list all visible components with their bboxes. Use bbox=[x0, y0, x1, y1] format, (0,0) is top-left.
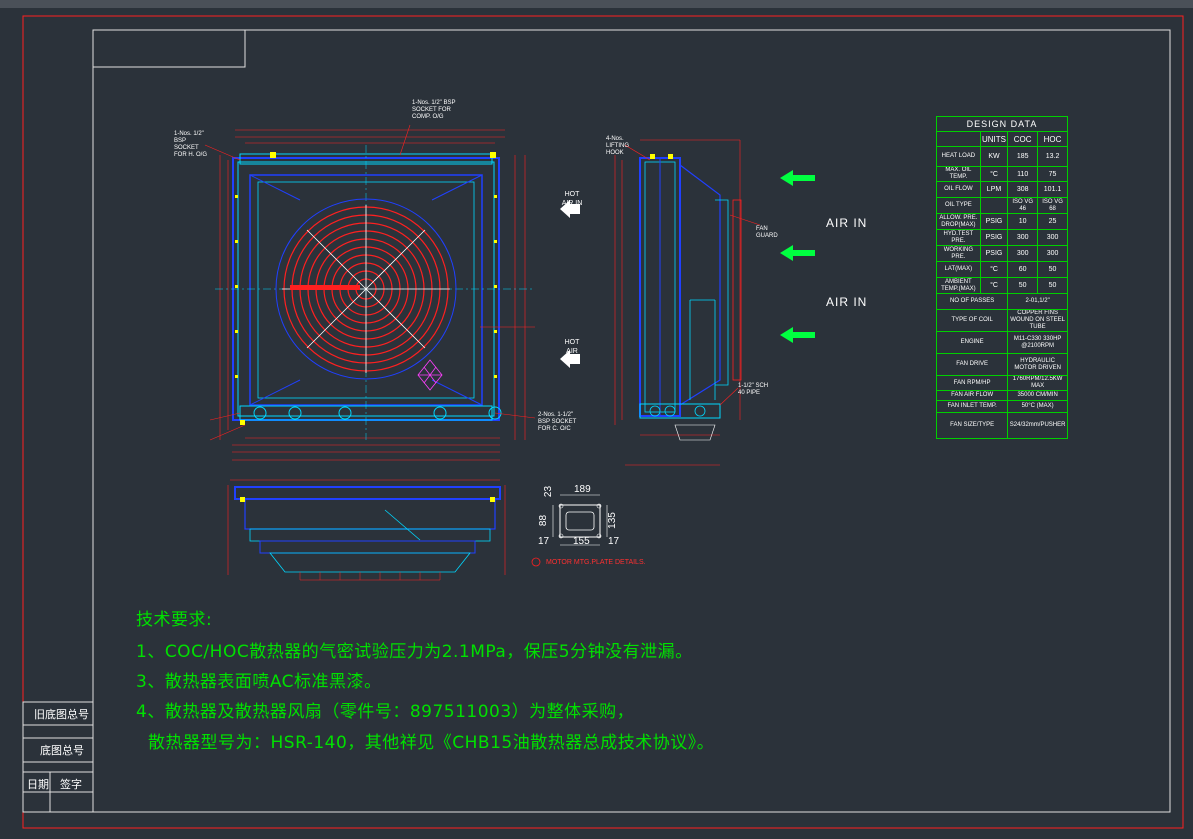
inner-drawing-frame bbox=[92, 29, 1171, 813]
dim-17-left: 17 bbox=[538, 536, 550, 547]
wide-row-label: FAN RPM/HP bbox=[935, 375, 1009, 391]
wide-row-label: FAN INLET TEMP. bbox=[935, 400, 1009, 413]
side-view bbox=[614, 139, 761, 466]
bottom-view bbox=[227, 479, 506, 581]
row-unit bbox=[979, 197, 1009, 214]
wide-row-value: S24/32mm/PUSHER bbox=[1007, 412, 1068, 439]
row-unit: KW bbox=[979, 146, 1009, 167]
lifting-hook-note: 4-Nos. LIFTING HOOK bbox=[606, 136, 630, 156]
header-hoc: HOC bbox=[1037, 131, 1068, 147]
motor-plate-detail bbox=[531, 494, 608, 567]
old-drawing-number-label: 旧底图总号 bbox=[34, 708, 89, 721]
row-unit: PSIG bbox=[979, 229, 1009, 246]
row-label: HYD.TEST PRE. bbox=[936, 229, 981, 246]
row-label: AMBIENT TEMP.(MAX) bbox=[936, 277, 981, 294]
dim-155: 155 bbox=[573, 536, 590, 547]
row-label: WORKING PRE. bbox=[936, 245, 981, 262]
hot-air-out-label: HOT AIR OUT bbox=[564, 339, 580, 364]
header-units: UNITS bbox=[979, 131, 1009, 147]
header-coc: COC bbox=[1007, 131, 1039, 147]
front-view bbox=[204, 124, 536, 461]
notes-line-5: 散热器型号为：HSR-140，其他祥见《CHB15油散热器总成技术协议》。 bbox=[148, 733, 715, 753]
row-unit: PSIG bbox=[979, 213, 1009, 230]
motor-plate-note: MOTOR MTG.PLATE DETAILS. bbox=[546, 559, 646, 566]
date-label: 日期 bbox=[27, 778, 49, 791]
row-coc: 185 bbox=[1007, 146, 1039, 167]
row-unit: °C bbox=[979, 261, 1009, 278]
design-data-table: DESIGN DATA UNITS COC HOC HEAT LOAD KW 1… bbox=[935, 116, 1068, 439]
row-coc: 308 bbox=[1007, 181, 1039, 198]
wide-row-value: COPPER FINS WOUND ON STEEL TUBE bbox=[1007, 309, 1068, 332]
wide-row-label: FAN SIZE/TYPE bbox=[935, 412, 1009, 439]
air-in-label-2: AIR IN bbox=[826, 295, 868, 309]
wide-row-label: NO OF PASSES bbox=[935, 293, 1009, 310]
wide-row-value: 2-01,1/2" bbox=[1007, 293, 1068, 310]
wide-row-value: 35000 CM/MIN bbox=[1007, 390, 1068, 401]
wide-row-label: FAN AIR FLOW bbox=[935, 390, 1009, 401]
hot-air-arrows bbox=[560, 200, 580, 368]
row-unit: PSIG bbox=[979, 245, 1009, 262]
wide-row-value: 50°C (MAX) bbox=[1007, 400, 1068, 413]
row-unit: LPM bbox=[979, 181, 1009, 198]
socket-left-note: 1-Nos. 1/2" BSP SOCKET FOR H. O/G bbox=[174, 131, 207, 158]
row-hoc: 75 bbox=[1037, 166, 1068, 182]
wide-row-value: HYDRAULIC MOTOR DRIVEN bbox=[1007, 353, 1068, 376]
wide-row-label: FAN DRIVE bbox=[935, 353, 1009, 376]
dim-189: 189 bbox=[574, 484, 591, 495]
row-coc: 60 bbox=[1007, 261, 1039, 278]
cad-drawing-canvas bbox=[22, 15, 1184, 829]
wide-row-label: TYPE OF COIL bbox=[935, 309, 1009, 332]
design-data-title: DESIGN DATA bbox=[936, 116, 1068, 132]
fan-guard-note: FAN GUARD bbox=[756, 226, 778, 239]
wide-row-label: ENGINE bbox=[935, 331, 1009, 354]
row-hoc: 300 bbox=[1037, 229, 1068, 246]
air-in-label-1: AIR IN bbox=[826, 216, 868, 230]
row-hoc: ISO VG 68 bbox=[1037, 197, 1068, 214]
row-unit: °C bbox=[979, 166, 1009, 182]
row-coc: 300 bbox=[1007, 245, 1039, 262]
left-title-block bbox=[22, 701, 94, 813]
row-hoc: 101.1 bbox=[1037, 181, 1068, 198]
notes-line-3: 3、散热器表面喷AC标准黑漆。 bbox=[136, 672, 382, 692]
nameplate-hatch bbox=[417, 359, 443, 391]
socket-bottom-note: 2-Nos. 1-1/2" BSP SOCKET FOR C. O/C bbox=[538, 412, 577, 432]
row-hoc: 13.2 bbox=[1037, 146, 1068, 167]
row-label: LAT(MAX) bbox=[936, 261, 981, 278]
signature-label: 签字 bbox=[60, 778, 82, 791]
outer-red-border bbox=[22, 15, 1184, 829]
notes-heading: 技术要求: bbox=[136, 610, 213, 630]
row-hoc: 50 bbox=[1037, 261, 1068, 278]
row-coc: ISO VG 46 bbox=[1007, 197, 1039, 214]
wide-row-value: 1760RPM/12.5KW MAX bbox=[1007, 375, 1068, 391]
header-blank bbox=[936, 131, 981, 147]
row-hoc: 300 bbox=[1037, 245, 1068, 262]
hot-air-in-label: HOT AIR IN bbox=[561, 191, 583, 207]
dim-88: 88 bbox=[538, 514, 550, 527]
row-label: ALLOW. PRE. DROP(MAX) bbox=[936, 213, 981, 230]
dim-135: 135 bbox=[606, 512, 618, 529]
sch-pipe-note: 1-1/2" SCH 40 PIPE bbox=[738, 383, 769, 396]
row-label: HEAT LOAD bbox=[936, 146, 981, 167]
row-unit: °C bbox=[979, 277, 1009, 294]
wide-row-value: M11-C330 330HP @2100RPM bbox=[1007, 331, 1068, 354]
notes-line-1: 1、COC/HOC散热器的气密试验压力为2.1MPa，保压5分钟没有泄漏。 bbox=[136, 642, 693, 662]
dim-23: 23 bbox=[543, 485, 555, 498]
row-coc: 10 bbox=[1007, 213, 1039, 230]
row-coc: 300 bbox=[1007, 229, 1039, 246]
top-toolbar-strip bbox=[0, 0, 1193, 8]
socket-top-note: 1-Nos. 1/2" BSP SOCKET FOR COMP. O/G bbox=[412, 100, 456, 120]
row-hoc: 25 bbox=[1037, 213, 1068, 230]
row-coc: 50 bbox=[1007, 277, 1039, 294]
row-coc: 110 bbox=[1007, 166, 1039, 182]
drawing-number-label: 底图总号 bbox=[40, 744, 84, 757]
row-label: OIL TYPE bbox=[936, 197, 981, 214]
row-label: OIL FLOW bbox=[936, 181, 981, 198]
notes-line-4: 4、散热器及散热器风扇（零件号：897511003）为整体采购， bbox=[136, 702, 635, 722]
dim-17-right: 17 bbox=[608, 536, 620, 547]
airflow-arrows bbox=[780, 170, 815, 343]
row-label: MAX. OIL TEMP. bbox=[936, 166, 981, 182]
row-hoc: 50 bbox=[1037, 277, 1068, 294]
corner-title-box bbox=[92, 29, 246, 68]
